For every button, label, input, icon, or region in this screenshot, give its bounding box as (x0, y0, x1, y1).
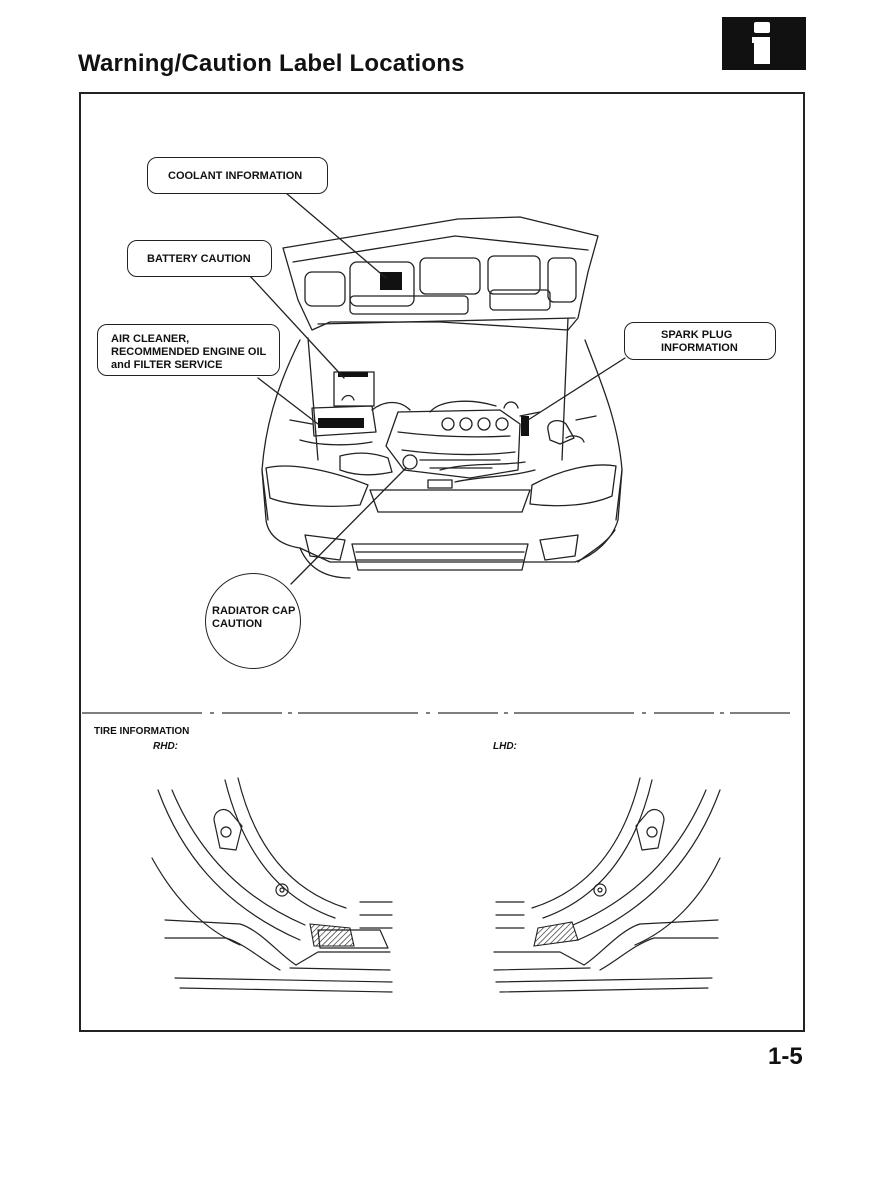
lhd-label: LHD: (493, 741, 517, 752)
radiator-label: RADIATOR CAP CAUTION (212, 605, 296, 630)
spark-plug-callout: SPARK PLUG INFORMATION (624, 322, 776, 360)
air-cleaner-label: AIR CLEANER, RECOMMENDED ENGINE OIL and … (111, 333, 267, 371)
lhd-tire-label (533, 921, 579, 947)
page-title: Warning/Caution Label Locations (78, 50, 465, 77)
page-number: 1-5 (768, 1043, 803, 1070)
battery-label: BATTERY CAUTION (147, 253, 251, 265)
air-cleaner-callout: AIR CLEANER, RECOMMENDED ENGINE OIL and … (97, 324, 280, 376)
spark-plug-label: SPARK PLUG INFORMATION (661, 329, 738, 354)
coolant-label: COOLANT INFORMATION (168, 170, 303, 182)
coolant-callout: COOLANT INFORMATION (147, 157, 328, 194)
info-glyph (752, 22, 770, 64)
rhd-tire-label (309, 923, 355, 947)
tire-info-title: TIRE INFORMATION (94, 726, 190, 737)
rhd-label: RHD: (153, 741, 178, 752)
battery-callout: BATTERY CAUTION (127, 240, 272, 277)
illustration-frame (79, 92, 805, 1032)
radiator-callout: RADIATOR CAP CAUTION (205, 573, 301, 669)
info-icon (722, 17, 806, 70)
